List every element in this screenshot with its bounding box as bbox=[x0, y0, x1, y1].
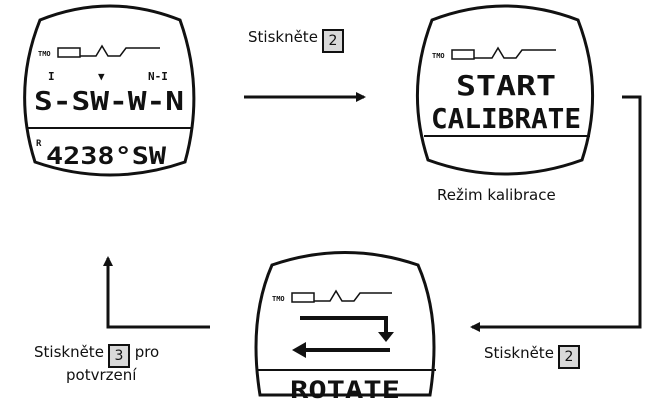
compass-watch-display: TMO I ▼ N-I S-SW-W-N R 4238°SW bbox=[23, 4, 196, 177]
rotate-tab-label: TMO bbox=[272, 295, 285, 303]
step-right-text: Stiskněte bbox=[484, 344, 554, 362]
compass-graph-line bbox=[80, 44, 160, 57]
rotate-graph-line bbox=[314, 289, 392, 302]
rotate-arrow-right bbox=[300, 316, 388, 332]
calibrate-line2: CALIBRATE bbox=[431, 102, 581, 135]
key-2-button-right: 2 bbox=[557, 345, 580, 369]
compass-dir-mark-2: ▼ bbox=[98, 70, 105, 83]
arrow-rotate-to-compass bbox=[103, 256, 210, 329]
step-left-text: Stiskněte bbox=[34, 343, 104, 361]
step-left-text-after: pro bbox=[134, 343, 160, 361]
key-2-button-top: 2 bbox=[321, 29, 344, 53]
compass-tab-label: TMO bbox=[38, 50, 51, 58]
compass-tab-box bbox=[57, 47, 81, 58]
compass-bearing-text: 4238°SW bbox=[46, 142, 167, 170]
step-top-text: Stiskněte bbox=[248, 28, 318, 46]
compass-heading-text: S-SW-W-N bbox=[34, 87, 184, 117]
mode-caption: Režim kalibrace bbox=[437, 186, 556, 204]
calibrate-graph-line bbox=[474, 46, 556, 59]
rotate-tab-box bbox=[291, 292, 315, 303]
calibrate-tab-box bbox=[451, 49, 475, 60]
compass-dir-mark-1: I bbox=[48, 70, 55, 83]
key-3-button: 3 bbox=[107, 344, 130, 368]
calibrate-tab-label: TMO bbox=[432, 52, 445, 60]
rotate-text: ROTATE bbox=[290, 376, 400, 404]
compass-dir-mark-3: N-I bbox=[148, 70, 168, 83]
compass-bottom-small: R bbox=[36, 139, 42, 149]
rotate-watch-display: TMO ROTATE bbox=[254, 251, 436, 404]
calibrate-watch-display: TMO START CALIBRATE bbox=[415, 4, 595, 176]
step-left-line2: potvrzení bbox=[66, 366, 137, 384]
arrow-calibrate-to-rotate bbox=[470, 95, 642, 332]
calibrate-line1: START bbox=[456, 69, 556, 102]
